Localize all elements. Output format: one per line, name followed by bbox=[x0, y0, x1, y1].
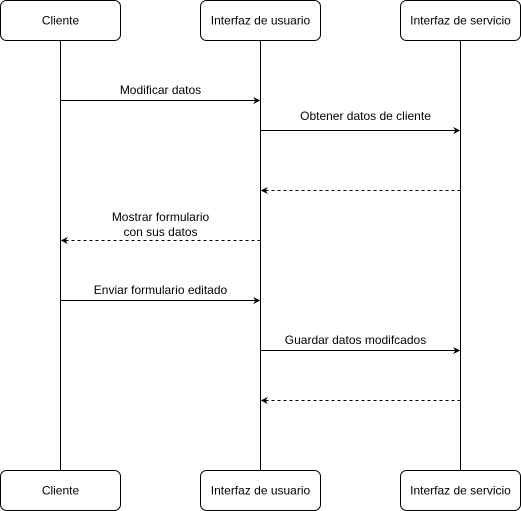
message-enviar-formulario[interactable]: Enviar formulario editado bbox=[60, 283, 261, 304]
message-guardar-datos[interactable]: Guardar datos modifcados bbox=[260, 333, 461, 354]
message-obtener-datos[interactable]: Obtener datos de cliente bbox=[260, 109, 461, 134]
message-label: Modificar datos bbox=[120, 83, 201, 97]
message-label: Mostrar formulario bbox=[112, 210, 210, 224]
message-label: Obtener datos de cliente bbox=[300, 109, 431, 123]
message-label: Enviar formulario editado bbox=[94, 283, 228, 297]
message-label: con sus datos bbox=[123, 225, 197, 239]
actor-label: Interfaz de servicio bbox=[410, 14, 511, 28]
message-mostrar-formulario[interactable]: Mostrar formulario con sus datos bbox=[60, 210, 261, 244]
message-modificar-datos[interactable]: Modificar datos bbox=[60, 83, 261, 104]
actor-label: Interfaz de servicio bbox=[410, 484, 511, 498]
actor-label: Cliente bbox=[42, 484, 80, 498]
message-label: Guardar datos modifcados bbox=[285, 333, 426, 347]
actor-label: Interfaz de usuario bbox=[211, 14, 311, 28]
actor-cliente-top[interactable]: Cliente bbox=[0, 0, 121, 41]
actor-ui-top[interactable]: Interfaz de usuario bbox=[200, 0, 321, 41]
actor-cliente-bottom[interactable]: Cliente bbox=[0, 470, 121, 511]
actor-label: Cliente bbox=[42, 14, 80, 28]
actor-servicio-bottom[interactable]: Interfaz de servicio bbox=[400, 470, 521, 511]
actor-servicio-top[interactable]: Interfaz de servicio bbox=[400, 0, 521, 41]
actor-ui-bottom[interactable]: Interfaz de usuario bbox=[200, 470, 321, 511]
lifelines bbox=[60, 40, 461, 470]
actor-label: Interfaz de usuario bbox=[211, 484, 311, 498]
